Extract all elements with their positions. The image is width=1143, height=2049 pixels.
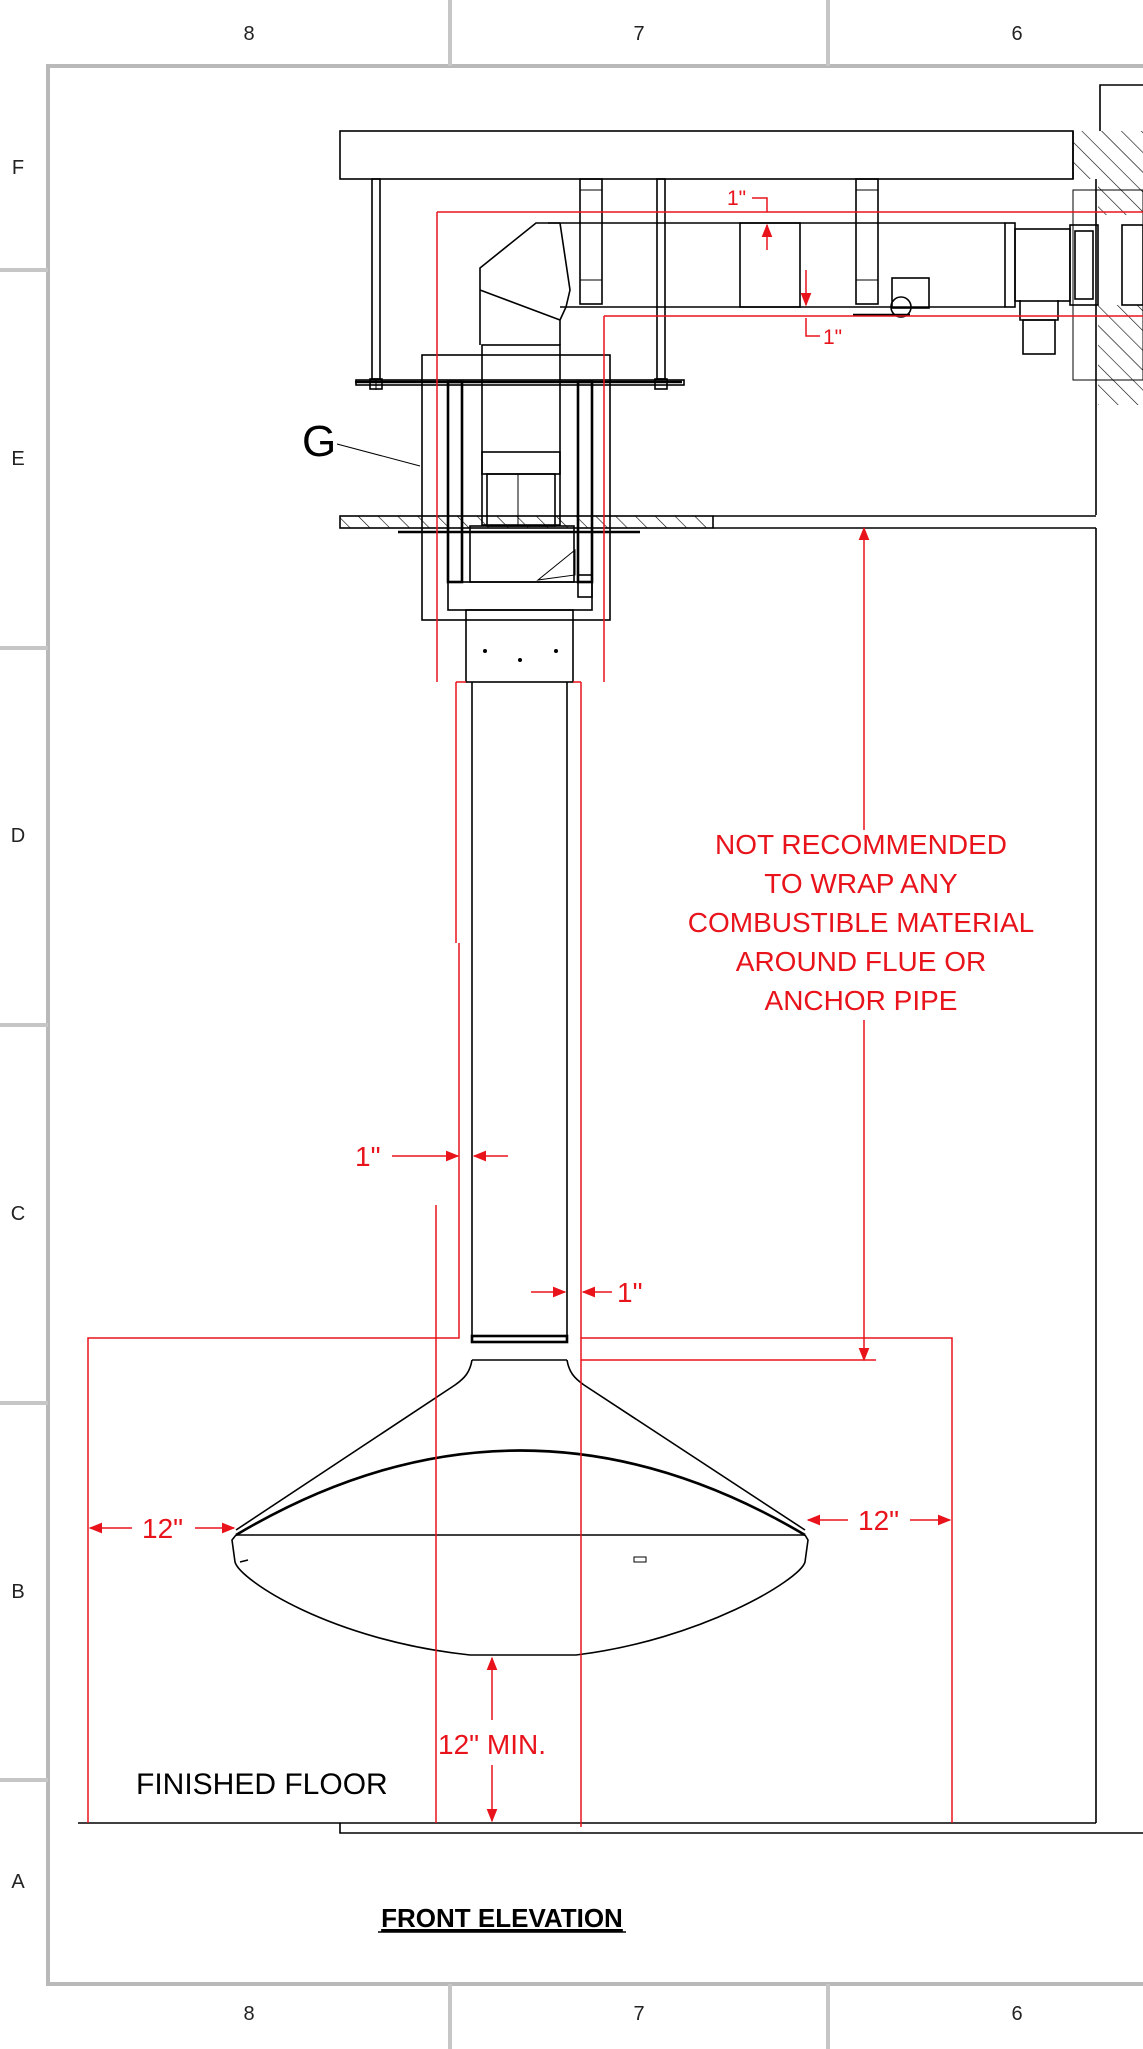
row-label: D <box>11 825 25 847</box>
ceiling-joist <box>339 130 1074 180</box>
dimension-text: 12" MIN. <box>438 1729 546 1760</box>
component-g-label: G <box>302 417 336 466</box>
dimension-text: 12" <box>142 1513 183 1544</box>
flue-elbow <box>479 222 571 345</box>
combustible-note: NOT RECOMMENDED TO WRAP ANY COMBUSTIBLE … <box>688 829 1034 1016</box>
flue-pipe <box>470 682 569 1361</box>
clearance-zone <box>87 211 1143 1827</box>
dimension-text: 1" <box>617 1277 643 1308</box>
row-label: A <box>11 1871 25 1893</box>
row-label: B <box>11 1581 24 1603</box>
row-label: E <box>11 448 24 470</box>
dimension-left-side-clearance: 12" <box>88 1513 236 1544</box>
hanger-rods <box>355 178 685 390</box>
note-line: TO WRAP ANY <box>764 868 958 899</box>
ceiling-finish <box>339 515 1096 534</box>
room-outline <box>78 528 1143 1834</box>
note-line: AROUND FLUE OR <box>736 946 986 977</box>
top-column-label: 7 <box>633 23 644 45</box>
component-g-callout: G <box>302 417 421 467</box>
dimension-left-pipe-clearance: 1" <box>355 1141 508 1172</box>
horizontal-duct <box>548 222 1143 355</box>
note-line: COMBUSTIBLE MATERIAL <box>688 907 1034 938</box>
dimension-floor-clearance: 12" MIN. <box>438 1656 546 1823</box>
top-column-label: 6 <box>1011 23 1022 45</box>
dimension-top-clearance: 1" <box>727 187 773 250</box>
finished-floor-label: FINISHED FLOOR <box>136 1768 388 1801</box>
row-label: F <box>12 157 24 179</box>
top-column-label: 8 <box>243 23 254 45</box>
dimension-duct-clearance: 1" <box>800 270 842 349</box>
dimension-right-pipe-clearance: 1" <box>531 1277 643 1308</box>
dimension-right-side-clearance: 12" <box>806 1505 952 1536</box>
note-line: ANCHOR PIPE <box>765 985 958 1016</box>
dimension-text: 12" <box>858 1505 899 1536</box>
bottom-column-label: 8 <box>243 2003 254 2025</box>
fireplace-hood <box>231 1359 809 1656</box>
ceiling-collar <box>447 574 593 683</box>
view-title: FRONT ELEVATION <box>381 1903 623 1933</box>
dimension-text: 1" <box>727 187 746 210</box>
bottom-column-label: 6 <box>1011 2003 1022 2025</box>
duct-hangers <box>579 178 879 305</box>
dimension-text: 1" <box>355 1141 381 1172</box>
dimension-text: 1" <box>823 326 842 349</box>
bottom-column-label: 7 <box>633 2003 644 2025</box>
row-label: C <box>11 1203 25 1225</box>
wall-section <box>1072 84 1143 515</box>
collar-support <box>355 344 682 621</box>
note-line: NOT RECOMMENDED <box>715 829 1007 860</box>
